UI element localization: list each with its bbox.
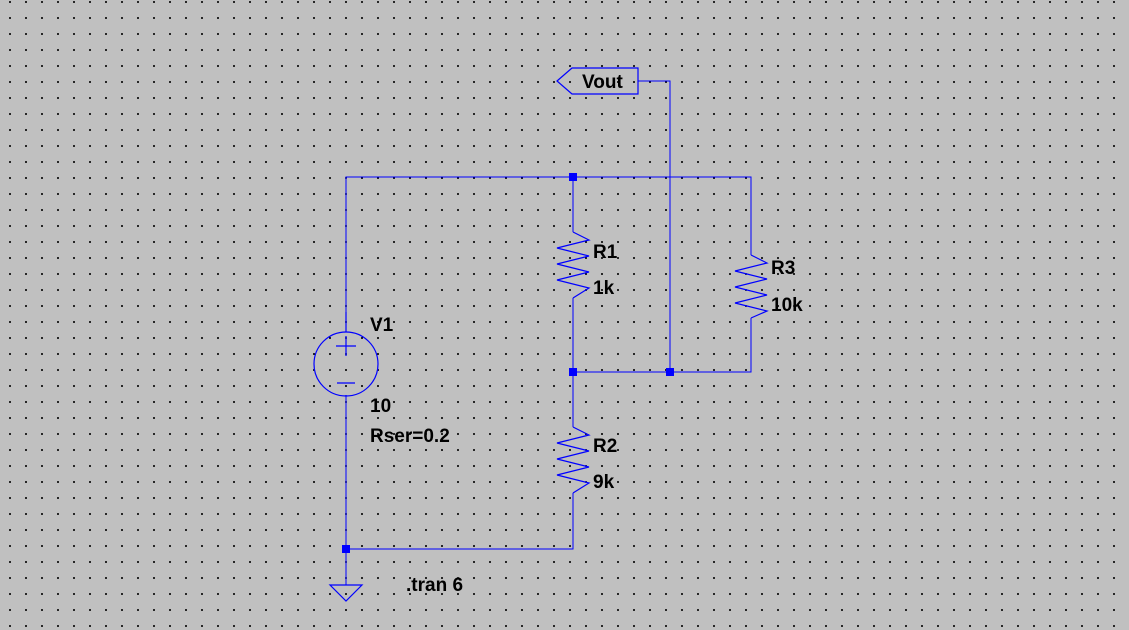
net-label-flag-icon[interactable] [556, 67, 639, 95]
wire-top-rail[interactable] [345, 176, 752, 312]
resistor-r1[interactable] [556, 231, 591, 299]
ground-icon[interactable] [328, 584, 364, 602]
junction-mid-right [666, 368, 674, 376]
r3-name-label: R3 [771, 258, 795, 279]
wires [345, 80, 752, 585]
voltage-source-v1[interactable] [313, 312, 379, 397]
resistor-r2[interactable] [556, 426, 591, 494]
spice-directive[interactable]: .tran 6 [406, 575, 463, 596]
v1-value-label: 10 [370, 396, 391, 417]
wire-vout[interactable] [638, 80, 671, 372]
wire-mid-rail[interactable] [573, 318, 752, 373]
r2-name-label: R2 [593, 436, 617, 457]
v1-name-label: V1 [370, 315, 394, 336]
r1-value-label: 1k [593, 278, 615, 299]
junction-mid-left [569, 368, 577, 376]
junction-bottom [342, 545, 350, 553]
r3-value-label: 10k [771, 295, 803, 316]
wire-bottom-rail[interactable] [345, 395, 574, 550]
resistor-r3[interactable] [734, 254, 769, 319]
net-label-vout[interactable]: Vout [582, 72, 623, 93]
v1-param-label: Rser=0.2 [370, 426, 450, 447]
r2-value-label: 9k [593, 472, 615, 493]
junction-top [569, 173, 577, 181]
r1-name-label: R1 [593, 242, 618, 263]
